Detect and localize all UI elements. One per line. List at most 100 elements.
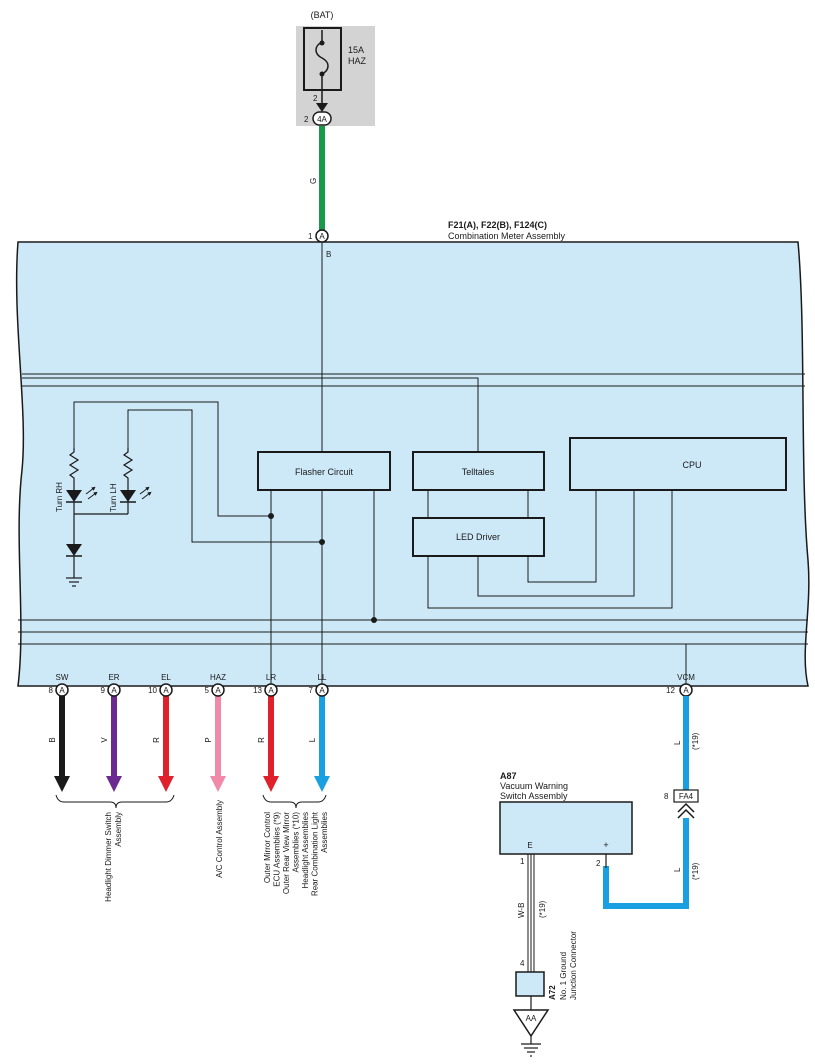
cpu-block [569,437,787,491]
fuse-rating: 15A [348,45,364,55]
fa4-pin: 8 [664,792,669,801]
pin-7-arrow [314,776,330,792]
pin-1-number: 1 [308,232,313,241]
fuse-terminal-top [319,40,325,46]
connector-4a-label: 4A [317,115,327,124]
bracket-mirror-group [262,794,327,809]
ground-label: AA [526,1014,537,1023]
light-ray-lh-1 [139,486,150,495]
turn-lh-label: Turn LH [109,483,118,512]
destination-brackets [55,794,327,809]
ground-wire-code: W-B [517,903,526,918]
dest-mirror-group-line-6: Rear Combination Light [311,811,320,896]
vcm-path: A 12 VCM L (*19) FA4 8 L (*19) [603,673,700,909]
pin-10-number: 10 [148,686,157,695]
pin-5-arrow [210,776,226,792]
cpu-label: CPU [682,460,701,470]
pin-13-terminal [264,683,278,697]
fuse-icon [315,30,329,90]
green-wire-code: G [309,178,318,184]
main-green-wire: G [309,126,325,230]
combination-meter: F21(A), F22(B), F124(C) Combination Mete… [15,220,810,687]
meter-name: Combination Meter Assembly [448,231,566,241]
pin-7-conn: A [319,686,325,695]
vacuum-switch-id: A87 [500,771,517,781]
junction-dot-2 [319,539,325,545]
vcm-signal: VCM [677,673,695,682]
pin-7-number: 7 [309,686,314,695]
fa4-chevron-icon [677,802,695,819]
telltales-block [412,451,545,491]
fuse-block-background [296,26,375,126]
led-driver-block [412,517,545,557]
pin-8-signal: SW [56,673,69,682]
led-rh-icon [66,490,82,502]
pin-5-wire-code: P [204,737,213,742]
flasher-circuit-label: Flasher Circuit [295,467,354,477]
light-ray-lh-2 [141,491,152,500]
telltales-label: Telltales [462,467,495,477]
pin-13-signal: LR [266,673,276,682]
dest-mirror-group-line-7: Assemblies [320,812,329,853]
dest-mirror-group-line-3: Outer Rear View Mirror [282,812,291,894]
pin-12-conn: A [683,686,689,695]
led-driver-label: LED Driver [456,532,500,542]
pin-10-arrow [158,776,174,792]
vacuum-switch: A87 Vacuum Warning Switch Assembly E + 2… [499,771,633,972]
light-ray-rh-1 [85,486,96,495]
fuse-terminal-bottom [319,71,325,77]
dest-ac-control: A/C Control Assembly [215,800,224,878]
junction-name-1: No. 1 Ground [559,952,568,1000]
pin-7-signal: LL [318,673,327,682]
junction-id: A72 [548,985,557,1000]
bat-label: (BAT) [311,10,334,20]
fuse-connector-arrow [316,103,328,112]
turn-rh-label: Turn RH [55,482,64,512]
pin-8-terminal [55,683,69,697]
ground-symbol-icon [521,1043,541,1057]
pin-8-conn: A [59,686,65,695]
pin-10-terminal [159,683,173,697]
vcm-blue-wire-2 [603,818,689,909]
pin-5-conn: A [215,686,221,695]
internal-wiring [22,242,687,686]
vacuum-switch-pin-plus: 2 [596,859,601,868]
ground-wire-note: (*19) [538,900,547,918]
pin-13-conn: A [268,686,274,695]
vacuum-switch-name-1: Vacuum Warning [500,781,568,791]
connector-4a-pin: 2 [304,115,309,124]
pin-9-arrow [106,776,122,792]
pin-10-wire-code: R [152,737,161,743]
fuse-block: (BAT) 15A HAZ 2 4A 2 [296,10,375,126]
pin-13-arrow [263,776,279,792]
fa4-label: FA4 [679,792,694,801]
pin-5-signal: HAZ [210,673,226,682]
turn-lamp-group [66,448,134,587]
dest-headlight-dimmer-line1: Headlight Dimmer Switch [104,812,113,902]
pin-9-conn: A [111,686,117,695]
dest-headlight-dimmer-line2: Assembly [114,812,123,847]
diode-icon [66,544,82,556]
dest-mirror-group-line-5: Headlight Assemblies [301,812,310,888]
flasher-circuit-block [257,451,391,491]
pin-9-terminal [107,683,121,697]
connector-4a-pill [312,111,332,126]
pin-9-wire-code: V [100,737,109,743]
pin-5-terminal [211,683,225,697]
pin-13-wire-code: R [257,737,266,743]
vcm-wire-note-2: (*19) [691,862,700,880]
junction-dot-1 [268,513,274,519]
junction-dot-3 [371,617,377,623]
fa4-connector [673,789,699,803]
junction-name-2: Junction Connector [569,931,578,1000]
pin-12-number: 12 [666,686,675,695]
ground-triangle-icon [512,1009,550,1038]
inner-wire-code: B [326,250,331,259]
pin-8-arrow [54,776,70,792]
pin-9-signal: ER [108,673,119,682]
dest-mirror-group-line-1: Outer Mirror Control [263,812,272,883]
pin-10-signal: EL [161,673,171,682]
